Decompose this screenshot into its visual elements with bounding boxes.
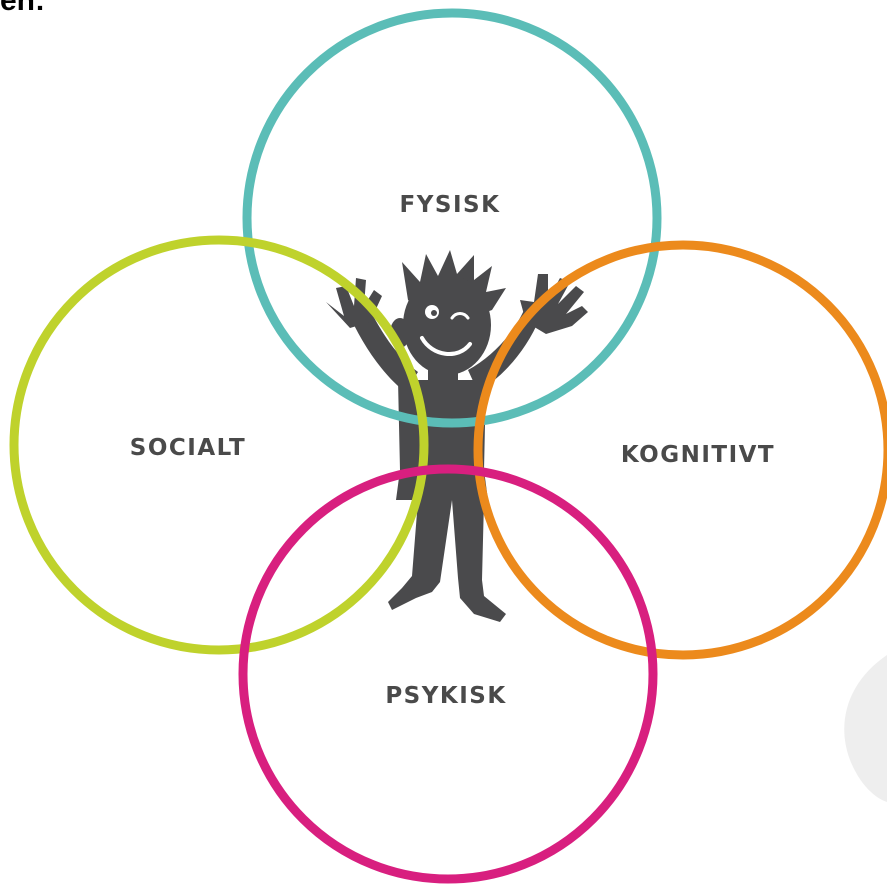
circle-psykisk [243,469,653,879]
label-kognitivt: KOGNITIVT [621,442,775,468]
label-socialt: SOCIALT [130,435,246,461]
background-shape [844,655,887,802]
label-fysisk: FYSISK [400,192,501,218]
label-psykisk: PSYKISK [385,683,506,709]
